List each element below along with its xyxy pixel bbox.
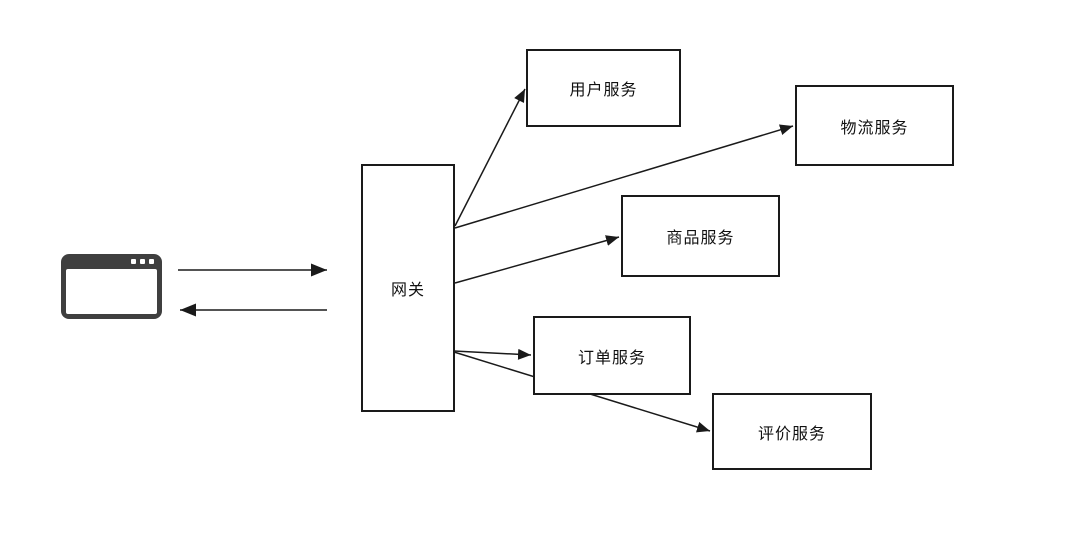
service-label: 订单服务 bbox=[577, 349, 646, 367]
browser-titlebar-dots bbox=[131, 259, 154, 264]
node-logistics-service: 物流服务 bbox=[795, 85, 954, 166]
browser-page-body bbox=[66, 269, 157, 314]
service-label: 物流服务 bbox=[840, 119, 909, 137]
node-order-service: 订单服务 bbox=[533, 316, 691, 395]
browser-window-icon bbox=[61, 254, 162, 319]
service-label: 用户服务 bbox=[569, 82, 638, 99]
arrow-gateway-to-product-service bbox=[454, 235, 620, 284]
titlebar-dot bbox=[140, 259, 145, 264]
node-product-service: 商品服务 bbox=[621, 195, 780, 277]
arrow-gateway-to-user-service bbox=[454, 88, 526, 227]
node-user-service: 用户服务 bbox=[526, 49, 681, 127]
arrow-gateway-to-logistics-service bbox=[454, 124, 794, 229]
titlebar-dot bbox=[149, 259, 154, 264]
titlebar-dot bbox=[131, 259, 136, 264]
node-review-service: 评价服务 bbox=[712, 393, 872, 470]
node-gateway: 网关 bbox=[361, 164, 455, 412]
service-label: 商品服务 bbox=[666, 230, 735, 247]
gateway-label: 网关 bbox=[390, 282, 425, 299]
arrow-gateway-to-order-service bbox=[453, 348, 532, 360]
service-label: 评价服务 bbox=[757, 425, 826, 443]
